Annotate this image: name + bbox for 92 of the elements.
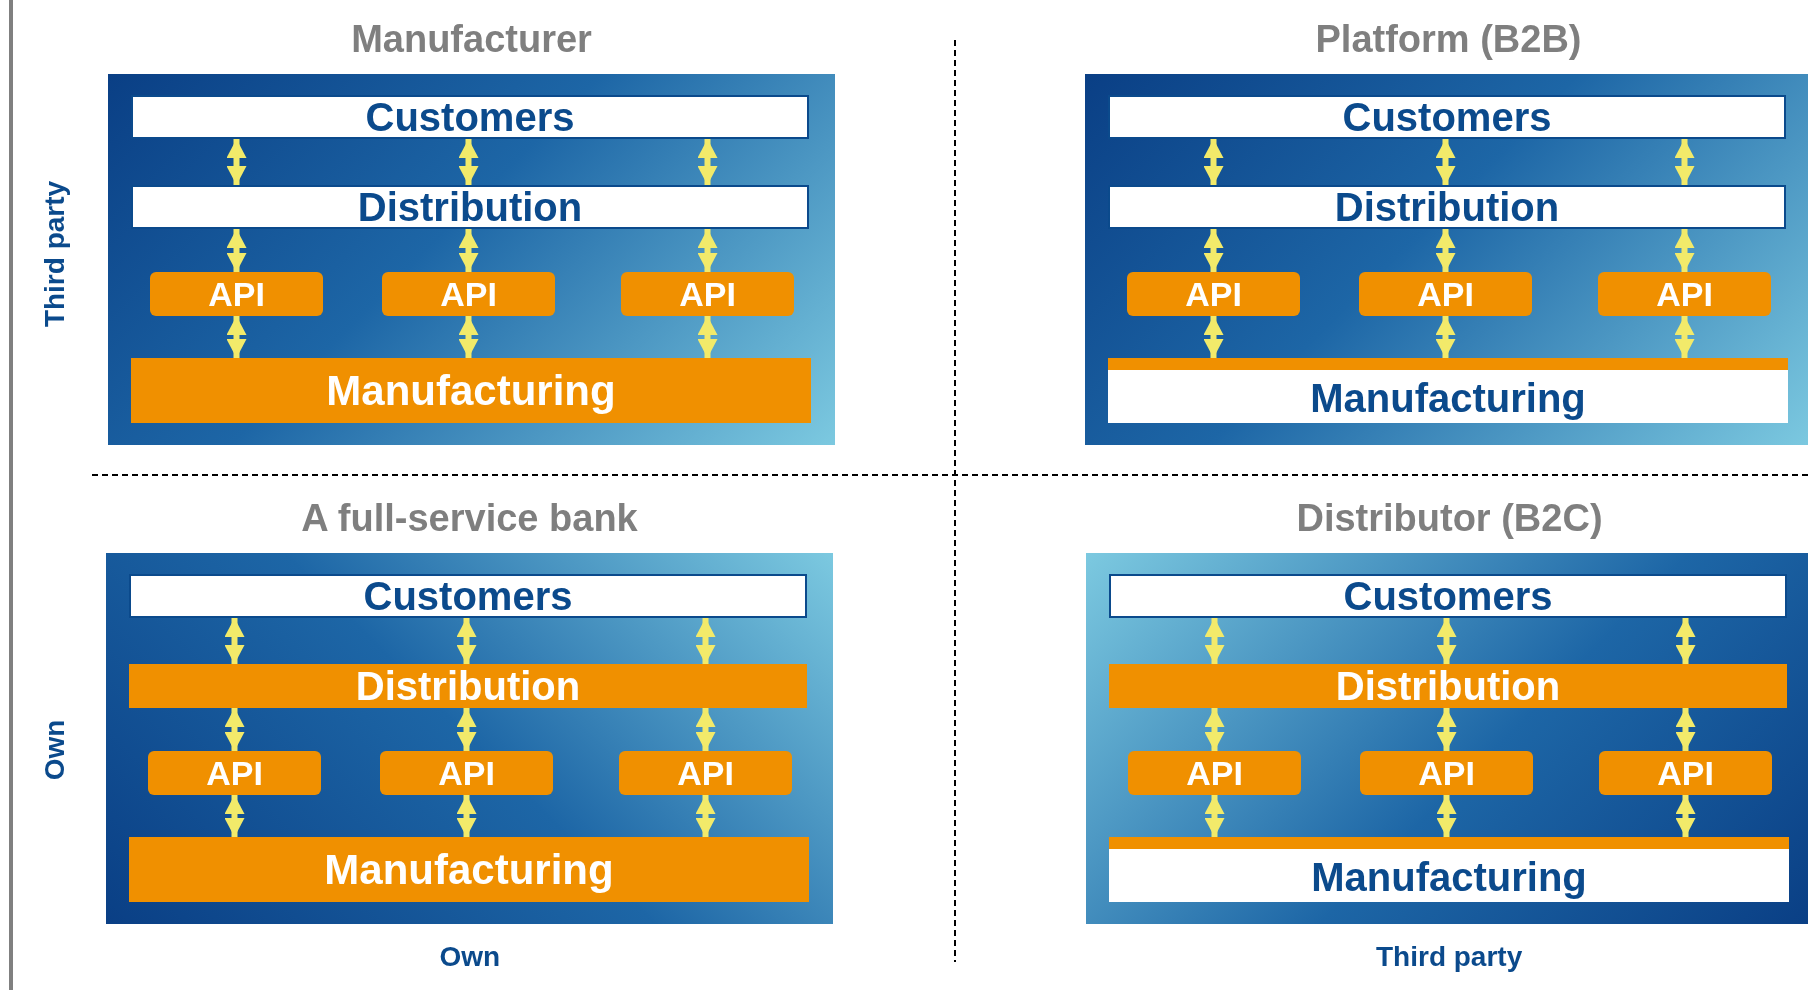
api-block	[619, 751, 792, 795]
layer-label: Distribution	[355, 663, 581, 709]
double-arrow	[697, 229, 718, 272]
layer-label: Customers	[1342, 94, 1552, 140]
double-arrow	[226, 229, 247, 272]
layer-bar	[129, 664, 807, 708]
axis-label: Third party	[1376, 941, 1523, 973]
double-arrow	[695, 708, 716, 751]
layer-bar	[1108, 185, 1786, 229]
layer-label: Customers	[1343, 573, 1553, 619]
layer-bar	[1108, 358, 1788, 423]
double-arrow	[226, 316, 247, 358]
layer-label: Manufacturing	[1311, 855, 1587, 900]
double-arrow	[1203, 229, 1224, 272]
layer-label: API	[438, 753, 495, 793]
axis-label: Own	[439, 941, 501, 973]
layer-bar	[131, 358, 811, 423]
double-arrow	[224, 618, 245, 664]
double-arrow	[1675, 708, 1696, 751]
layer-label: API	[1186, 753, 1243, 793]
layer-bar	[1108, 95, 1786, 139]
api-block	[1360, 751, 1533, 795]
layer-bar	[129, 837, 809, 902]
layer-bar	[1109, 664, 1787, 708]
double-arrow	[1203, 139, 1224, 185]
api-block	[1599, 751, 1772, 795]
double-arrow	[456, 708, 477, 751]
double-arrow	[695, 618, 716, 664]
api-block	[148, 751, 321, 795]
panel-title: Platform (B2B)	[1314, 18, 1583, 61]
api-block	[1128, 751, 1301, 795]
layer-bar	[1109, 837, 1789, 902]
double-arrow	[1204, 795, 1225, 837]
layer-label: Distribution	[1335, 663, 1561, 709]
double-arrow	[697, 139, 718, 185]
panel-title: Manufacturer	[350, 18, 593, 61]
panel-title: Distributor (B2C)	[1295, 497, 1604, 540]
layer-label: Customers	[363, 573, 573, 619]
layer-label: Manufacturing	[324, 845, 614, 894]
double-arrow	[458, 229, 479, 272]
layer-label: API	[679, 274, 736, 314]
double-arrow	[456, 618, 477, 664]
double-arrow	[1204, 708, 1225, 751]
double-arrow	[1435, 316, 1456, 358]
layer-bar	[1109, 574, 1787, 618]
double-arrow	[226, 139, 247, 185]
layer-label: API	[1418, 753, 1475, 793]
api-block	[1598, 272, 1771, 316]
double-arrow	[224, 795, 245, 837]
double-arrow	[697, 316, 718, 358]
double-arrow	[224, 708, 245, 751]
layer-label: Distribution	[357, 184, 583, 230]
layer-bar	[131, 185, 809, 229]
double-arrow	[1435, 139, 1456, 185]
double-arrow	[1436, 795, 1457, 837]
double-arrow	[1204, 618, 1225, 664]
double-arrow	[1203, 316, 1224, 358]
panel-title: A full-service bank	[300, 497, 639, 540]
api-block	[621, 272, 794, 316]
double-arrow	[1435, 229, 1456, 272]
api-block	[1359, 272, 1532, 316]
layer-label: API	[208, 274, 265, 314]
layer-label: API	[440, 274, 497, 314]
layer-label: API	[1417, 274, 1474, 314]
axis-label: Own	[38, 719, 71, 781]
layer-label: API	[677, 753, 734, 793]
layer-bar	[129, 574, 807, 618]
api-block	[382, 272, 555, 316]
double-arrow	[458, 139, 479, 185]
layer-label: API	[1657, 753, 1714, 793]
double-arrow	[1674, 139, 1695, 185]
axis-label: Third party	[39, 180, 72, 328]
layer-label: API	[206, 753, 263, 793]
double-arrow	[1674, 316, 1695, 358]
layer-label: Manufacturing	[326, 366, 616, 415]
double-arrow	[1436, 708, 1457, 751]
api-block	[1127, 272, 1300, 316]
double-arrow	[695, 795, 716, 837]
layer-label: API	[1185, 274, 1242, 314]
double-arrow	[1675, 795, 1696, 837]
layer-label: Manufacturing	[1310, 376, 1586, 421]
double-arrow	[1674, 229, 1695, 272]
api-block	[150, 272, 323, 316]
layer-label: API	[1656, 274, 1713, 314]
double-arrow	[1675, 618, 1696, 664]
layer-bar	[131, 95, 809, 139]
double-arrow	[1436, 618, 1457, 664]
layer-label: Customers	[365, 94, 575, 140]
layer-label: Distribution	[1334, 184, 1560, 230]
double-arrow	[456, 795, 477, 837]
api-block	[380, 751, 553, 795]
double-arrow	[458, 316, 479, 358]
